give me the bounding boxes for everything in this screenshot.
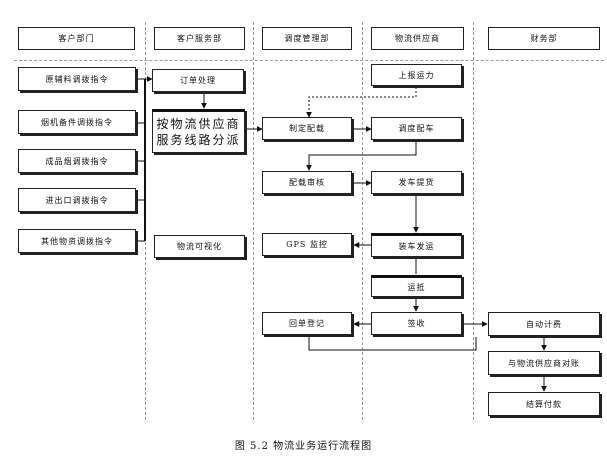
node-receipt-registration: 回单登记	[262, 312, 352, 335]
node-route-dispatch: 按物流供应商服务线路分派	[152, 109, 245, 153]
lane-header-finance: 财务部	[488, 27, 600, 50]
node-dispatch-goods: 发车提货	[371, 171, 462, 194]
lane-header-dispatch: 调度管理部	[262, 27, 352, 50]
node-other-goods-order: 其他物资调拨指令	[18, 229, 136, 253]
header-separator	[14, 60, 604, 61]
arrow-to-loading-review	[306, 141, 417, 171]
node-report-capacity: 上报运力	[371, 64, 462, 86]
node-import-export-order: 进出口调拨指令	[18, 188, 136, 212]
node-loading-shipping: 装车发运	[371, 233, 462, 257]
lane-separator	[253, 22, 254, 420]
node-finished-goods-order: 成品烟调拨指令	[18, 149, 136, 173]
node-machine-parts-order: 烟机备件调拨指令	[18, 110, 136, 134]
node-transport: 运抵	[371, 275, 462, 297]
node-make-loading-plan: 制定配载	[262, 117, 352, 140]
lane-header-customer-dept: 客户部门	[18, 27, 135, 50]
node-logistics-visualization: 物流可视化	[154, 235, 245, 258]
node-gps-monitoring: GPS 监控	[262, 233, 352, 256]
lane-header-customer-service: 客户服务部	[154, 27, 245, 50]
lane-separator	[362, 22, 363, 420]
node-loading-review: 配载审核	[262, 171, 352, 194]
lane-separator	[473, 22, 474, 420]
node-supplier-reconciliation: 与物流供应商对账	[488, 351, 600, 375]
node-raw-materials-order: 原辅料调拨指令	[18, 67, 136, 91]
lane-header-logistics-supplier: 物流供应商	[371, 27, 464, 50]
node-dispatch-vehicles: 调度配车	[371, 117, 462, 140]
figure-caption: 图 5.2 物流业务运行流程图	[234, 441, 373, 452]
node-sign-receipt: 签收	[371, 312, 462, 335]
node-settlement-payment: 结算付款	[488, 392, 600, 416]
node-order-processing: 订单处理	[152, 69, 244, 92]
arrow-report-capacity	[306, 87, 417, 118]
node-auto-billing: 自动计费	[488, 312, 600, 336]
arrow-receipt-to-reconciliation	[308, 336, 477, 351]
